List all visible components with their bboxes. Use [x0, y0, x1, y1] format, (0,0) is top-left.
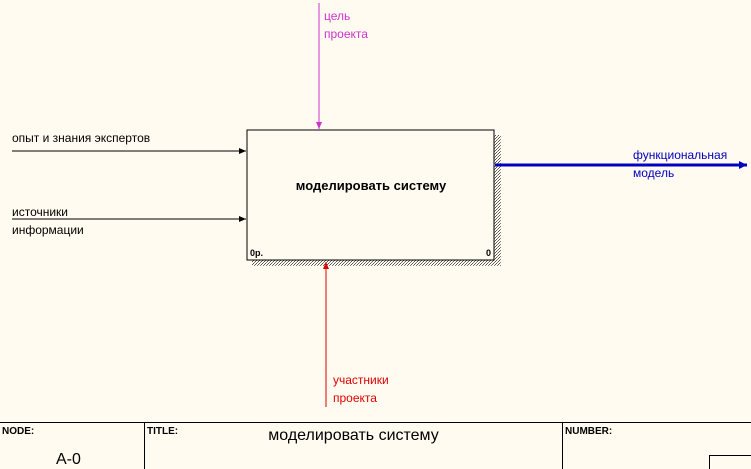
control-label-line: цель [324, 9, 351, 23]
number-cell: NUMBER: [563, 423, 751, 469]
title-caption: TITLE: [147, 426, 179, 437]
node-value: A-0 [56, 451, 81, 468]
output-label-line: функциональная [633, 148, 728, 162]
node-cell: NODE: A-0 [0, 423, 145, 469]
input-label-sources: источники информации [12, 203, 84, 239]
output-label: функциональная модель [633, 146, 727, 182]
title-value: моделировать систему [268, 427, 439, 444]
input-label-experts: опыт и знания экспертов [12, 129, 150, 147]
diagram-frame: NODE: A-0 TITLE: моделировать систему NU… [0, 422, 751, 469]
activity-cost: 0р. [250, 248, 264, 258]
activity-title: моделировать систему [295, 178, 447, 193]
input-label-line: информации [12, 223, 84, 237]
activity-box[interactable] [246, 129, 495, 261]
title-cell: TITLE: моделировать систему [145, 423, 563, 469]
mechanism-label-line: участники [333, 373, 389, 387]
frame-corner-box [709, 455, 751, 469]
node-caption: NODE: [2, 426, 35, 437]
input-label-line: опыт и знания экспертов [12, 131, 151, 145]
control-label: цель проекта [324, 7, 368, 43]
activity-number: 0 [486, 248, 492, 258]
input-label-line: источники [12, 205, 69, 219]
number-caption: NUMBER: [565, 426, 613, 437]
control-label-line: проекта [324, 27, 368, 41]
mechanism-label-line: проекта [333, 391, 377, 405]
output-label-line: модель [633, 166, 675, 180]
mechanism-label: участники проекта [333, 371, 389, 407]
